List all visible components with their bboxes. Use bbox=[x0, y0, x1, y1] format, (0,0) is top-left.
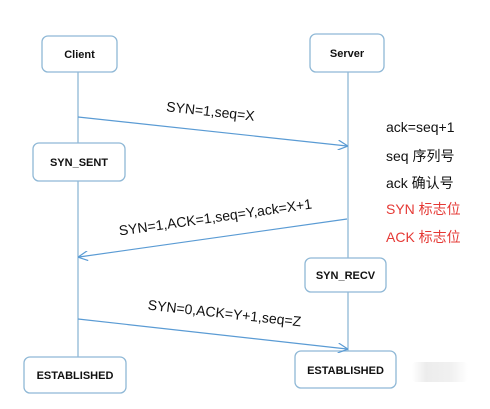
syn-message-label: SYN=1,seq=X bbox=[166, 98, 257, 124]
client-box bbox=[41, 35, 118, 73]
syn-arrow bbox=[77, 116, 347, 146]
server-established-state: ESTABLISHED bbox=[294, 350, 397, 389]
legend-ack-flag: ACK 标志位 bbox=[386, 229, 461, 245]
client-label: Client bbox=[64, 49, 95, 61]
server-participant: Server bbox=[309, 33, 385, 73]
client-participant: Client bbox=[41, 35, 118, 73]
client-established-state: ESTABLISHED bbox=[23, 356, 127, 394]
client-established-box bbox=[23, 356, 127, 394]
syn-sent-label: SYN_SENT bbox=[50, 157, 108, 169]
legend-ack-rule: ack=seq+1 bbox=[386, 119, 455, 135]
legend-seq-description: seq 序列号 bbox=[386, 148, 455, 164]
client-syn-sent-state: SYN_SENT bbox=[32, 142, 126, 182]
message-syn: SYN=1,seq=X bbox=[77, 98, 347, 146]
client-established-label: ESTABLISHED bbox=[37, 370, 114, 382]
ack-message-label: SYN=0,ACK=Y+1,seq=Z bbox=[147, 297, 302, 330]
server-syn-recv-state: SYN_RECV bbox=[304, 257, 387, 293]
syn-sent-box bbox=[32, 142, 126, 182]
server-label: Server bbox=[330, 48, 365, 60]
message-syn-ack: SYN=1,ACK=1,seq=Y,ack=X+1 bbox=[79, 196, 348, 257]
syn-recv-box bbox=[304, 257, 387, 293]
syn-recv-label: SYN_RECV bbox=[316, 270, 376, 282]
legend-ack-description: ack 确认号 bbox=[386, 175, 454, 191]
ack-arrow bbox=[77, 318, 347, 349]
syn-ack-arrow bbox=[79, 218, 348, 257]
server-established-label: ESTABLISHED bbox=[307, 365, 384, 377]
message-ack: SYN=0,ACK=Y+1,seq=Z bbox=[77, 297, 347, 349]
server-box bbox=[309, 33, 385, 73]
syn-ack-message-label: SYN=1,ACK=1,seq=Y,ack=X+1 bbox=[118, 196, 313, 239]
legend-syn-flag: SYN 标志位 bbox=[386, 201, 461, 217]
watermark-blur bbox=[412, 362, 468, 382]
